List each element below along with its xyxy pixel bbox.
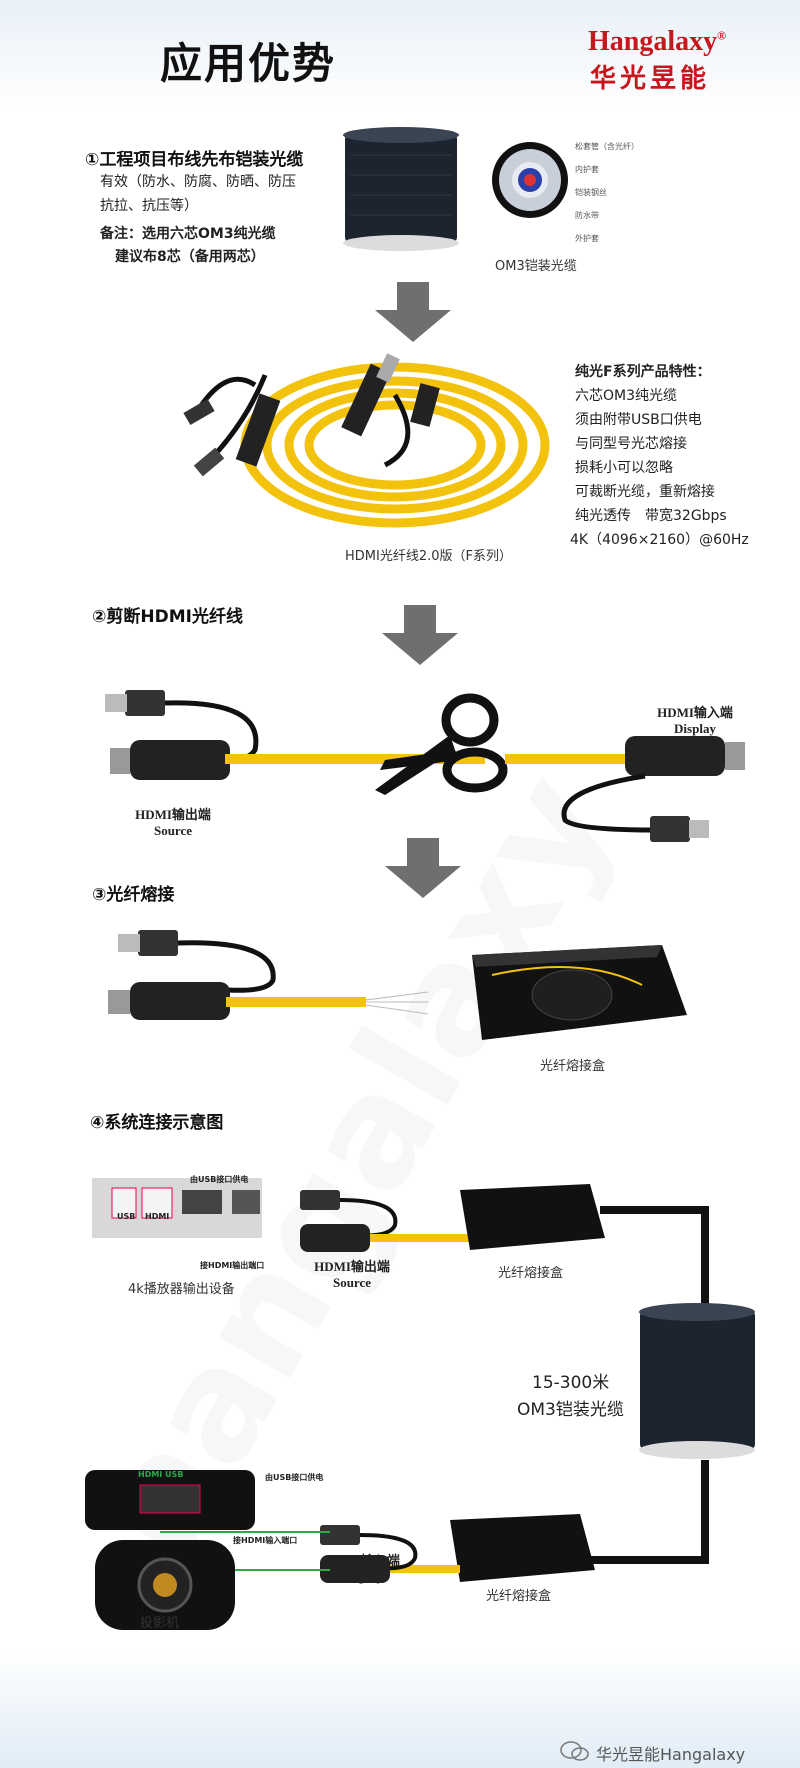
brand-logo-cn: 华光昱能 — [590, 64, 711, 94]
footer-brand: 华光昱能Hangalaxy — [596, 1745, 746, 1764]
feature-item: 须由附带USB口供电 — [575, 412, 702, 428]
down-arrow-icon — [382, 605, 458, 665]
splice-box-bottom-caption: 光纤熔接盒 — [486, 1589, 552, 1604]
feature-item: 可裁断光缆，重新熔接 — [575, 484, 715, 500]
feature-item: 六芯OM3纯光缆 — [575, 388, 678, 404]
player-device-image — [92, 1178, 262, 1238]
feature-item: 与同型号光芯熔接 — [575, 436, 687, 452]
hdmi-output-label: HDMI输出端 — [135, 807, 211, 822]
cable-cross-section-image — [492, 142, 568, 218]
cross-label-2: 内护套 — [575, 165, 599, 174]
section1-desc2: 抗拉、抗压等） — [100, 198, 198, 214]
section3-title: ③光纤熔接 — [92, 885, 175, 905]
projector-port-tags: HDMI USB — [138, 1470, 184, 1479]
down-arrow-icon — [375, 282, 451, 342]
cross-label-1: 松套管（含光纤） — [575, 142, 639, 151]
hdmi-output-sub: Source — [153, 823, 193, 838]
cross-label-5: 外护套 — [575, 234, 599, 243]
system-hdmi-output-label: HDMI输出端 — [314, 1259, 390, 1274]
splice-box-image — [472, 945, 687, 1040]
hdmi-cable-caption: HDMI光纤线2.0版（F系列） — [345, 549, 512, 564]
hdmi-output-port-label: 接HDMI输出端口 — [200, 1261, 265, 1270]
hdmi-input-port-label: 接HDMI输入端口 — [233, 1536, 298, 1545]
hdmi-input-label: HDMI输入端 — [657, 705, 733, 720]
hdmi-fiber-cable-image — [183, 353, 550, 528]
usb-port-tag: USB — [117, 1212, 136, 1221]
cut-cable-image — [105, 690, 745, 842]
hdmi-port-tag: HDMI — [145, 1212, 170, 1221]
system-hdmi-input-label: HDMI输入端 — [324, 1553, 400, 1568]
section4-title: ④系统连接示意图 — [90, 1113, 224, 1133]
wechat-icon — [560, 1741, 589, 1761]
section1-note2: 建议布8芯（备用两芯） — [115, 249, 265, 265]
splice-box-top-caption: 光纤熔接盒 — [498, 1266, 564, 1281]
system-hdmi-output-sub: Source — [332, 1275, 372, 1290]
section2-title: ②剪断HDMI光纤线 — [92, 607, 243, 627]
usb-power-label-2: 由USB接口供电 — [265, 1473, 324, 1482]
features-title: 纯光F系列产品特性： — [575, 364, 711, 380]
system-hdmi-input-sub: Display — [341, 1569, 383, 1584]
down-arrow-icon — [385, 838, 461, 898]
section1-note1: 备注：选用六芯OM3纯光缆 — [100, 226, 276, 242]
section1-title: ①工程项目布线先布铠装光缆 — [85, 150, 304, 170]
hdmi-input-sub: Display — [674, 721, 716, 736]
feature-item: 损耗小可以忽略 — [575, 460, 673, 476]
cross-label-4: 防水带 — [575, 211, 599, 220]
spliced-cable-image — [108, 930, 429, 1020]
cable-spool-image — [343, 127, 459, 251]
feature-item: 4K（4096×2160）@60Hz — [570, 532, 749, 548]
brand-logo-en: Hangalaxy® — [588, 26, 727, 57]
projector-caption: 投影机 — [140, 1616, 180, 1631]
cross-label-3: 铠装钢丝 — [575, 188, 607, 197]
page-title: 应用优势 — [160, 39, 337, 88]
player-caption: 4k播放器输出设备 — [128, 1282, 235, 1297]
splice-box-caption: 光纤熔接盒 — [540, 1059, 606, 1074]
armored-cable-caption: OM3铠装光缆 — [495, 259, 577, 274]
feature-item: 纯光透传 带宽32Gbps — [575, 508, 727, 524]
system-connection-lines — [85, 1184, 755, 1630]
section1-desc1: 有效（防水、防腐、防晒、防压 — [100, 174, 296, 190]
distance-label: 15-300米 — [532, 1373, 610, 1393]
usb-power-label: 由USB接口供电 — [190, 1175, 249, 1184]
armored-cable-name: OM3铠装光缆 — [517, 1400, 624, 1420]
